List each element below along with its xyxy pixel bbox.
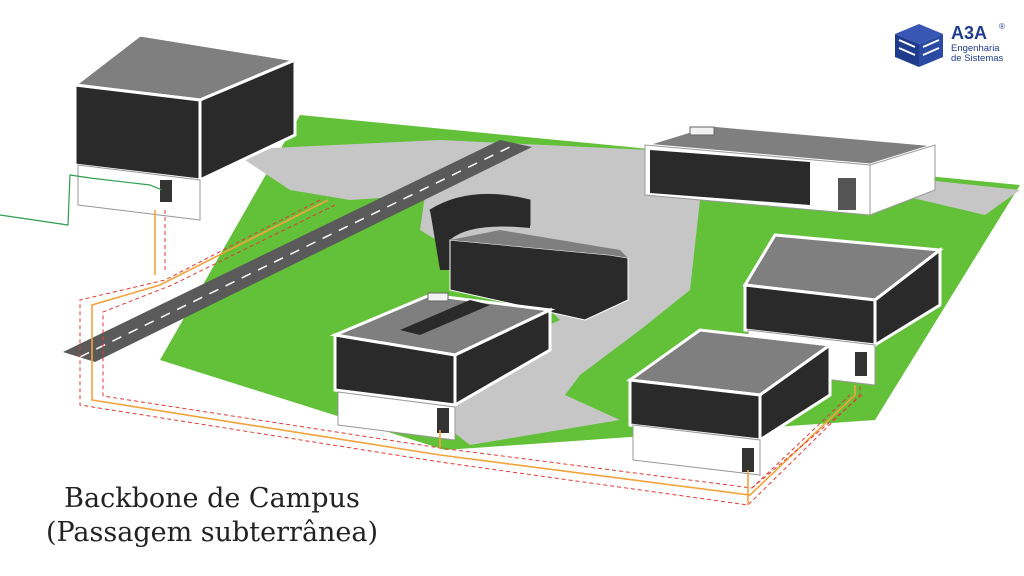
building-bottom-right <box>625 328 835 476</box>
caption-line-1: Backbone de Campus <box>64 483 360 514</box>
logo-subtitle-line2: de Sistemas <box>951 53 1004 64</box>
building-top-left <box>71 33 301 221</box>
cable-bottomright-link <box>751 394 863 489</box>
internal-link-line <box>89 177 163 191</box>
company-logo: A3A ® Engenharia de Sistemas <box>893 22 1013 70</box>
logo-subtitle: Engenharia de Sistemas <box>951 44 1003 64</box>
caption-line-2: (Passagem subterrânea) <box>45 517 379 548</box>
external-link-line <box>0 174 91 226</box>
building-center <box>329 292 556 441</box>
diagram-caption: Backbone de Campus (Passagem subterrânea… <box>22 482 402 550</box>
logo-cube-icon <box>895 24 943 67</box>
cable-dashed-outer <box>79 199 861 506</box>
curved-building <box>429 193 629 321</box>
logo-subtitle-line1: Engenharia <box>951 43 1000 54</box>
underground-cables <box>79 199 863 506</box>
cable-solid-orange <box>91 199 856 496</box>
building-top-right <box>644 123 936 216</box>
logo-name: A3A <box>951 23 988 43</box>
logo-registered-mark: ® <box>999 22 1005 31</box>
road-center-line <box>79 143 517 358</box>
